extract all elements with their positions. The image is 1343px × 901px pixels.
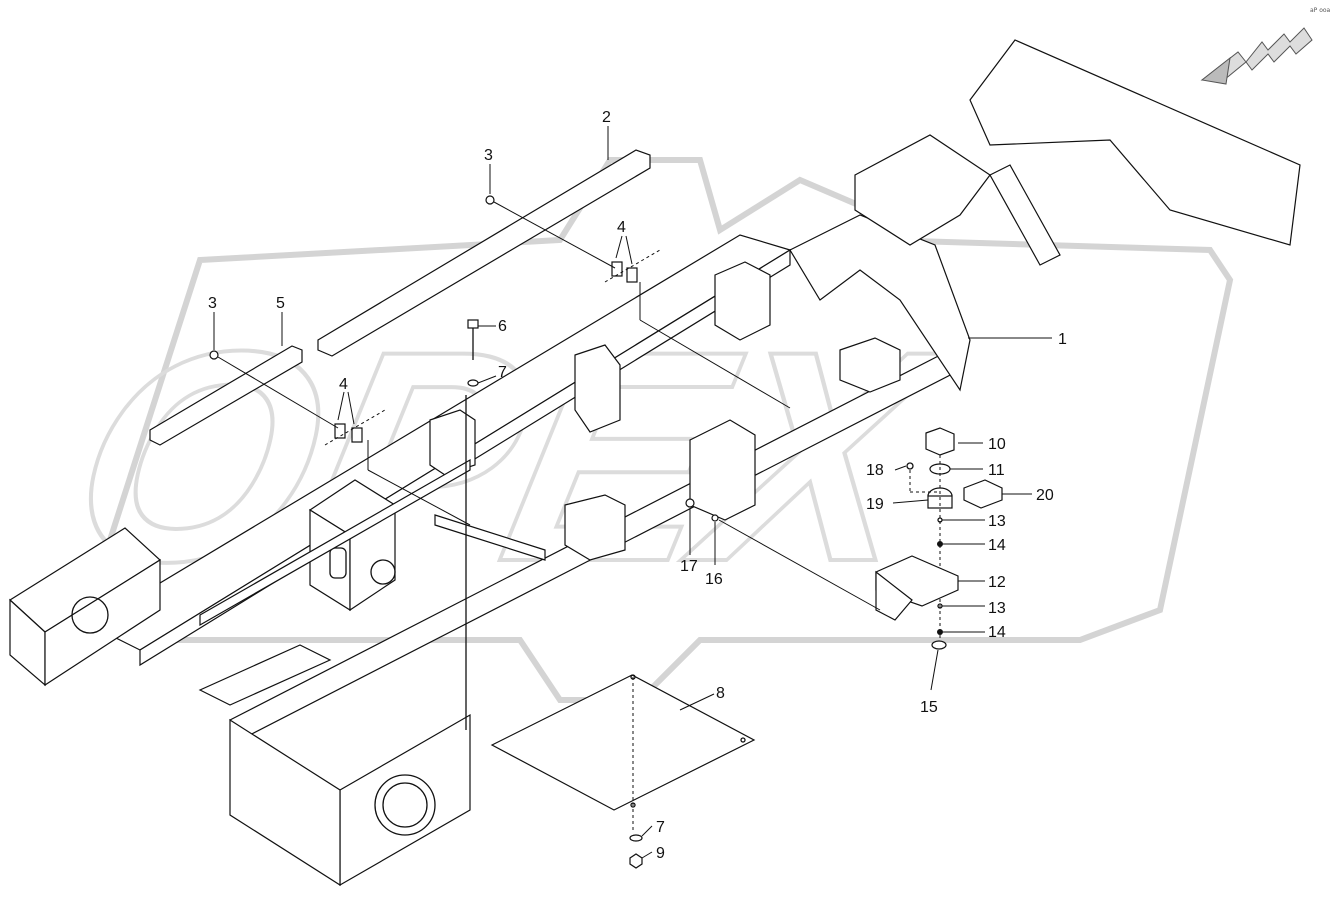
callout-13-upper: 13 — [988, 513, 1006, 530]
cover-plate — [490, 674, 756, 811]
callout-14-lower: 14 — [988, 624, 1006, 641]
callout-4-lower: 4 — [339, 376, 348, 393]
callout-5: 5 — [276, 295, 285, 312]
washer-7-lower — [629, 834, 643, 842]
fastener-17 — [685, 498, 695, 508]
mount-stack — [875, 427, 1003, 650]
clip-set-upper — [604, 249, 661, 283]
callout-10: 10 — [988, 436, 1006, 453]
callout-18: 18 — [866, 462, 884, 479]
callout-3-upper: 3 — [484, 147, 493, 164]
callout-16: 16 — [705, 571, 723, 588]
callout-12: 12 — [988, 574, 1006, 591]
callout-7-upper: 7 — [498, 364, 507, 381]
callouts: 1 2 3 3 4 4 5 6 7 7 8 9 10 11 12 13 13 1… — [208, 109, 1067, 862]
screw-3-upper — [485, 195, 495, 205]
reference-code: aP ooa — [1310, 7, 1331, 14]
clip-set-lower — [324, 409, 386, 446]
callout-4-upper: 4 — [617, 219, 626, 236]
callout-3-lower: 3 — [208, 295, 217, 312]
callout-9: 9 — [656, 845, 665, 862]
chassis-frame — [9, 39, 1301, 887]
leader-lines — [213, 126, 1052, 859]
callout-17: 17 — [680, 558, 698, 575]
bolt-6 — [465, 319, 479, 730]
side-strip-2 — [317, 149, 651, 357]
callout-2: 2 — [602, 109, 611, 126]
callout-19: 19 — [866, 496, 884, 513]
callout-20: 20 — [1036, 487, 1054, 504]
nut-9 — [629, 853, 643, 869]
fastener-16 — [711, 514, 719, 522]
screw-3-lower — [209, 350, 219, 360]
callout-15: 15 — [920, 699, 938, 716]
callout-7-lower: 7 — [656, 819, 665, 836]
callout-8: 8 — [716, 685, 725, 702]
callout-13-lower: 13 — [988, 600, 1006, 617]
callout-1: 1 — [1058, 331, 1067, 348]
callout-11: 11 — [988, 462, 1005, 479]
side-strip-5 — [149, 345, 303, 446]
callout-14-upper: 14 — [988, 537, 1006, 554]
callout-6: 6 — [498, 318, 507, 335]
direction-arrow-icon — [1200, 27, 1313, 85]
